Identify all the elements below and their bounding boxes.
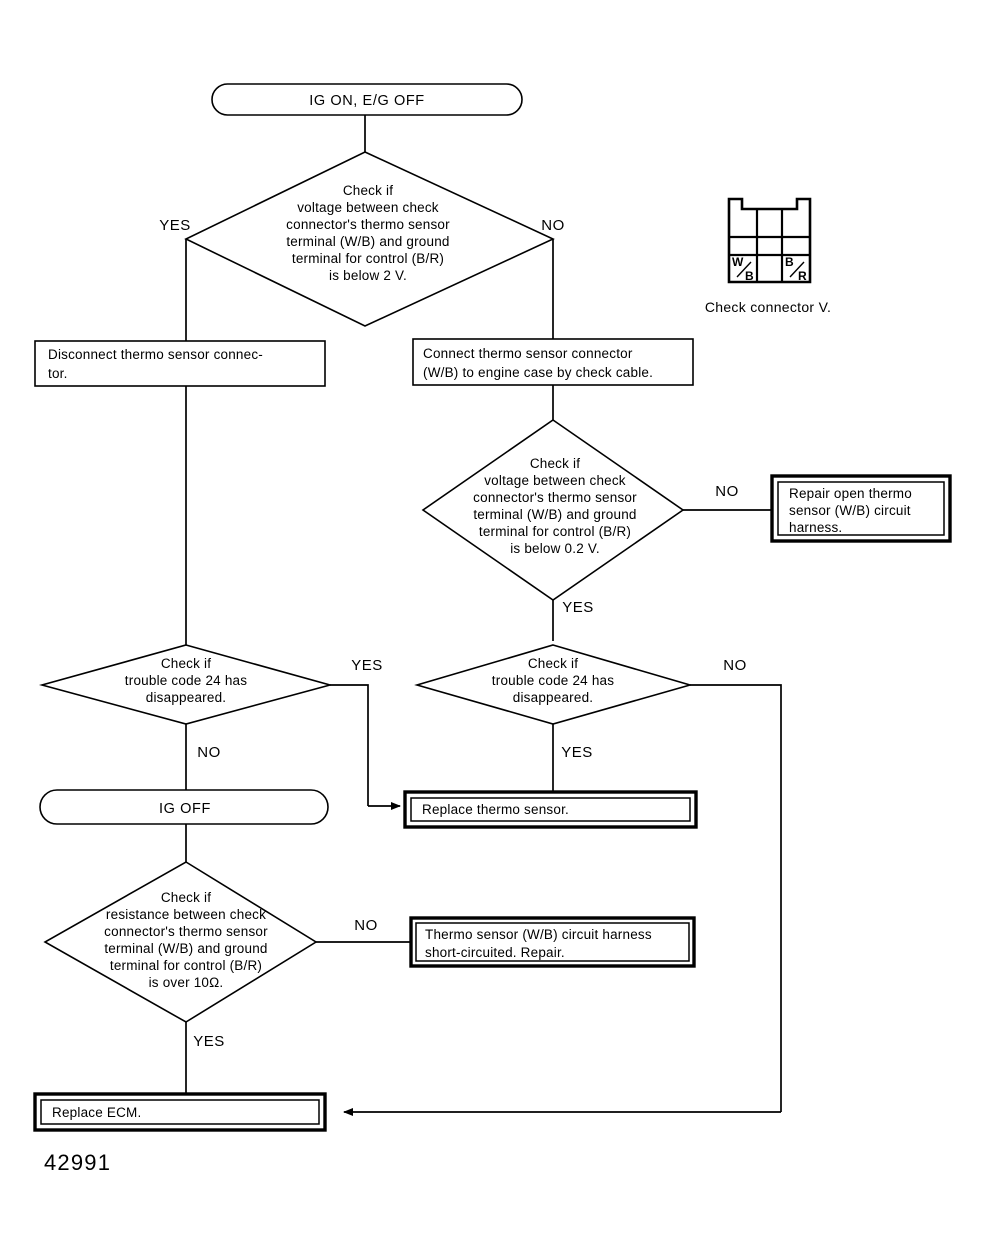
check-connector-pin-wb-slash <box>736 261 752 278</box>
process-disconnect-sensor <box>34 340 326 387</box>
decision-code-right-line1: Check if <box>528 656 578 671</box>
branch-label-resistance-no: NO <box>354 917 378 934</box>
process-connect-sensor-line1: Connect thermo sensor connector <box>423 346 633 361</box>
check-connector-pin-br-top: B <box>785 255 794 269</box>
decision-code-right-line3: disappeared. <box>513 690 593 705</box>
terminal-short-circuit-inner <box>415 922 690 962</box>
link-codeleft-yes <box>330 684 369 806</box>
terminal-ig-off <box>39 789 329 825</box>
branch-label-coderight-no: NO <box>723 657 747 674</box>
decision-code-left <box>38 644 334 725</box>
terminal-replace-ecm-label: Replace ECM. <box>52 1105 141 1120</box>
check-connector-pin-wb-bottom: B <box>745 269 754 283</box>
decision-voltage-02v-line6: is below 0.2 V. <box>510 541 600 556</box>
check-connector-caption: Check connector V. <box>705 299 831 315</box>
branch-label-voltage02v-yes: YES <box>562 599 594 616</box>
terminal-replace-ecm-inner <box>40 1099 320 1125</box>
check-connector-pin-br-slash <box>789 261 805 278</box>
check-connector-pin-wb-top: W <box>732 255 744 269</box>
process-disconnect-sensor-line2: tor. <box>48 366 68 381</box>
terminal-short-circuit-line1: Thermo sensor (W/B) circuit harness <box>425 927 652 942</box>
terminal-ig-on-eg-off-label: IG ON, E/G OFF <box>309 93 425 109</box>
terminal-ig-on-eg-off <box>211 83 523 116</box>
branch-label-voltage2v-yes: YES <box>159 217 191 234</box>
branch-label-codeleft-no: NO <box>197 744 221 761</box>
process-disconnect-sensor-line1: Disconnect thermo sensor connec- <box>48 347 263 362</box>
terminal-short-circuit-line2: short-circuited. Repair. <box>425 945 565 960</box>
check-connector-pin-br-bottom: R <box>798 269 807 283</box>
decision-voltage-2v <box>184 151 555 327</box>
decision-code-right-line2: trouble code 24 has <box>492 673 614 688</box>
terminal-replace-sensor-label: Replace thermo sensor. <box>422 802 569 817</box>
decision-voltage-02v-line1: Check if <box>530 456 580 471</box>
decision-voltage-2v-line2: voltage between check <box>297 200 439 215</box>
link-coderight-no <box>690 684 782 1112</box>
branch-label-voltage02v-no: NO <box>715 483 739 500</box>
terminal-repair-open-harness-line3: harness. <box>789 520 842 535</box>
decision-code-right <box>414 644 693 725</box>
decision-voltage-2v-line3: connector's thermo sensor <box>286 217 450 232</box>
branch-label-coderight-yes: YES <box>561 744 593 761</box>
decision-resistance-line5: terminal for control (B/R) <box>110 958 262 973</box>
terminal-repair-open-harness-line2: sensor (W/B) circuit <box>789 503 911 518</box>
decision-voltage-02v-line4: terminal (W/B) and ground <box>473 507 636 522</box>
decision-resistance-line1: Check if <box>161 890 211 905</box>
terminal-repair-open-harness-inner <box>777 481 945 536</box>
decision-code-left-line1: Check if <box>161 656 211 671</box>
decision-code-left-line2: trouble code 24 has <box>125 673 247 688</box>
decision-code-left-line3: disappeared. <box>146 690 226 705</box>
branch-label-resistance-yes: YES <box>193 1033 225 1050</box>
branch-label-codeleft-yes: YES <box>351 657 383 674</box>
decision-voltage-2v-line1: Check if <box>343 183 393 198</box>
decision-voltage-02v-line3: connector's thermo sensor <box>473 490 637 505</box>
terminal-replace-sensor-inner <box>410 797 691 822</box>
terminal-ig-off-label: IG OFF <box>159 801 211 817</box>
decision-resistance <box>43 861 318 1023</box>
decision-resistance-line2: resistance between check <box>106 907 266 922</box>
decision-voltage-02v-line5: terminal for control (B/R) <box>479 524 631 539</box>
branch-label-voltage2v-no: NO <box>541 217 565 234</box>
figure-number: 42991 <box>44 1150 111 1175</box>
decision-resistance-line4: terminal (W/B) and ground <box>104 941 267 956</box>
process-connect-sensor <box>412 338 694 386</box>
decision-voltage-02v-line2: voltage between check <box>484 473 626 488</box>
decision-voltage-2v-line6: is below 2 V. <box>329 268 407 283</box>
decision-resistance-line6: is over 10Ω. <box>149 975 224 990</box>
decision-voltage-2v-line4: terminal (W/B) and ground <box>286 234 449 249</box>
process-connect-sensor-line2: (W/B) to engine case by check cable. <box>423 365 653 380</box>
terminal-repair-open-harness-line1: Repair open thermo <box>789 486 912 501</box>
decision-resistance-line3: connector's thermo sensor <box>104 924 268 939</box>
decision-voltage-2v-line5: terminal for control (B/R) <box>292 251 444 266</box>
decision-voltage-02v <box>421 419 685 601</box>
